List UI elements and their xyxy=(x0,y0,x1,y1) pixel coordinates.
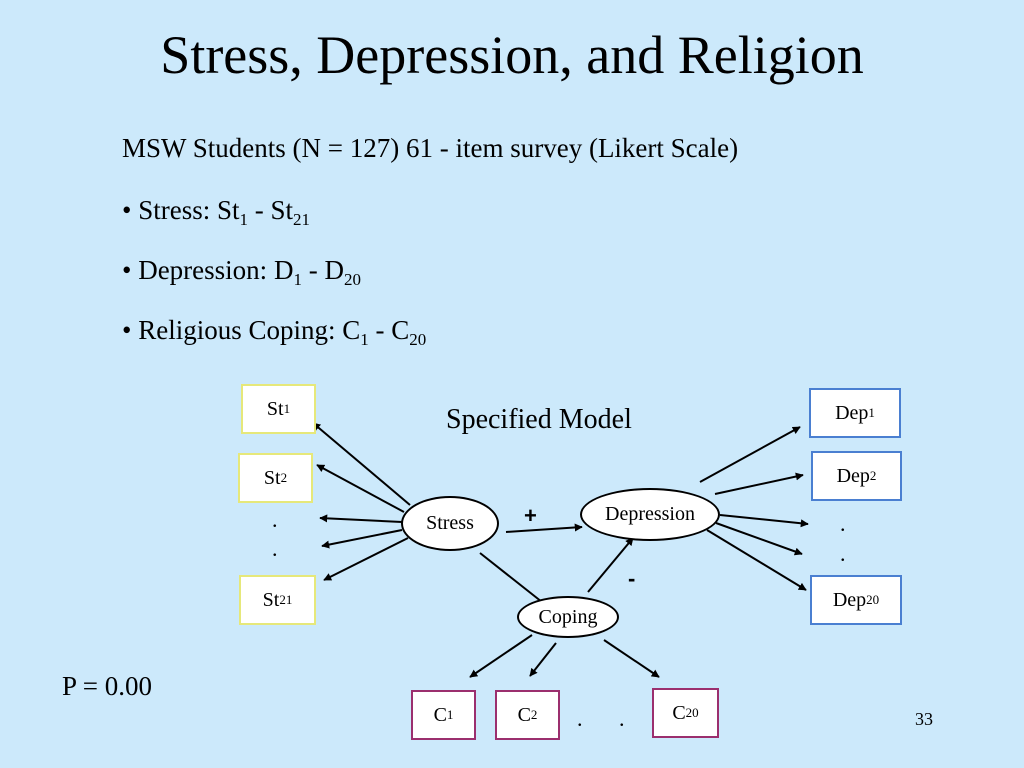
arrow-stress-st2 xyxy=(316,464,405,513)
stress-ellipsis-dot: . xyxy=(272,507,278,532)
stress-ellipsis-dot: . xyxy=(272,536,278,561)
arrow-depression-dot2 xyxy=(715,522,803,556)
arrow-stress-st21 xyxy=(323,537,409,581)
bullet-stress: • Stress: St1 - St21 xyxy=(122,195,311,229)
slide-number: 33 xyxy=(915,709,933,729)
survey-description: MSW Students (N = 127) 61 - item survey … xyxy=(122,133,739,163)
line-stress-coping xyxy=(479,552,543,603)
bullet-depression: • Depression: D1 - D20 xyxy=(122,255,361,289)
arrow-depression-dot1 xyxy=(719,514,809,528)
arrow-coping-c2 xyxy=(529,642,557,677)
latent-depression: Depression xyxy=(580,488,720,541)
arrow-stress-st1 xyxy=(312,422,411,506)
depression-ellipsis-dot: . xyxy=(840,511,846,536)
arrow-coping-c1 xyxy=(469,634,533,678)
specified-model-label: Specified Model xyxy=(446,404,632,435)
arrow-stress-dot2 xyxy=(321,529,403,549)
sign-negative: - xyxy=(628,566,636,591)
arrow-depression-dep2 xyxy=(714,472,804,495)
coping-ellipsis-dot: . xyxy=(619,706,625,731)
arrow-depression-dep20 xyxy=(706,529,807,591)
p-value: P = 0.00 xyxy=(62,671,152,701)
arrow-depression-dep1 xyxy=(699,426,801,483)
depression-ellipsis-dot: . xyxy=(840,541,846,566)
bullet-religious-coping: • Religious Coping: C1 - C20 xyxy=(122,315,427,349)
arrow-coping-c20 xyxy=(603,639,660,678)
arrow-stress-depression xyxy=(505,523,583,533)
latent-coping: Coping xyxy=(517,596,619,638)
latent-stress: Stress xyxy=(401,496,499,551)
coping-ellipsis-dot: . xyxy=(577,706,583,731)
arrow-coping-depression xyxy=(587,537,634,593)
sign-positive: + xyxy=(524,503,537,528)
arrow-stress-dot1 xyxy=(319,514,403,523)
slide-title: Stress, Depression, and Religion xyxy=(160,25,864,85)
